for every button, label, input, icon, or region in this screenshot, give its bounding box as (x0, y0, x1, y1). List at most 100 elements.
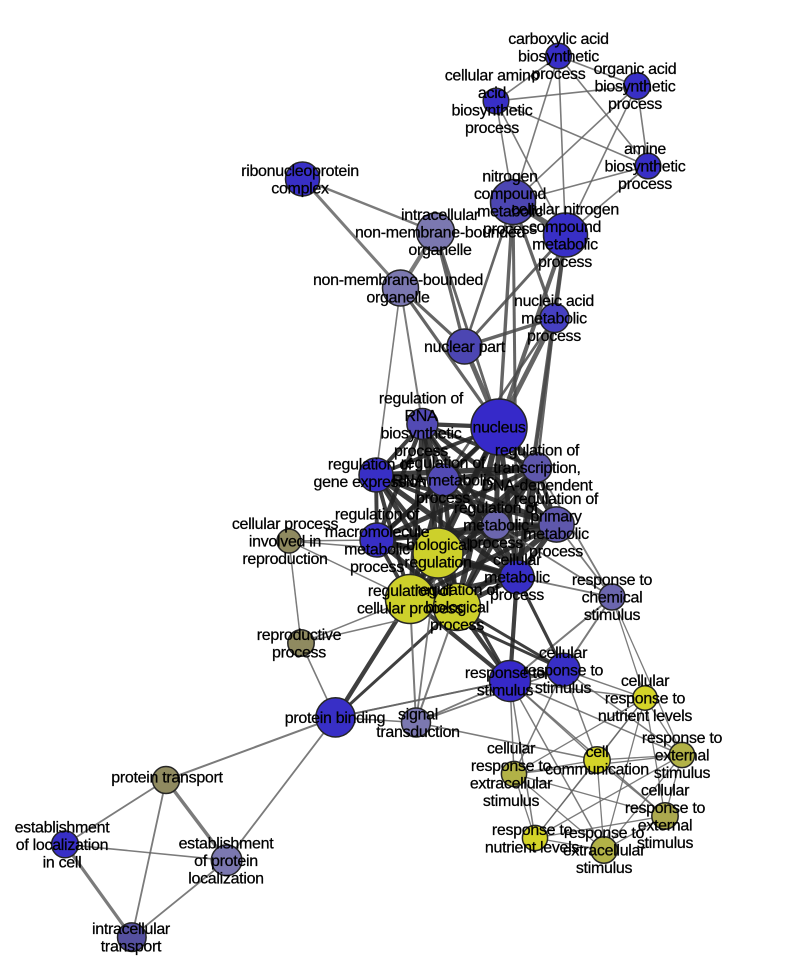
svg-text:process: process (469, 535, 523, 552)
svg-text:stimulus: stimulus (637, 835, 694, 852)
svg-text:biosynthetic: biosynthetic (595, 79, 676, 96)
svg-text:regulation of: regulation of (335, 506, 420, 523)
svg-text:of localization: of localization (16, 837, 108, 854)
svg-text:localization: localization (188, 870, 264, 887)
svg-text:regulation: regulation (404, 554, 471, 571)
svg-text:intracellular: intracellular (92, 921, 171, 938)
svg-text:transport: transport (101, 939, 162, 956)
svg-text:nutrient levels: nutrient levels (485, 839, 580, 856)
svg-text:response to: response to (572, 572, 653, 589)
svg-text:non-membrane-bounded: non-membrane-bounded (355, 225, 525, 242)
svg-text:non-membrane-bounded: non-membrane-bounded (313, 272, 483, 289)
svg-text:metabolic: metabolic (532, 236, 598, 253)
svg-text:metabolic: metabolic (463, 518, 529, 535)
svg-text:process: process (416, 490, 470, 507)
svg-text:amine: amine (624, 141, 666, 158)
svg-text:metabolic: metabolic (477, 203, 543, 220)
svg-text:stimulus: stimulus (483, 793, 540, 810)
svg-text:biosynthetic: biosynthetic (605, 159, 686, 176)
svg-text:nucleic acid: nucleic acid (514, 293, 594, 310)
svg-text:regulation of: regulation of (379, 390, 464, 407)
svg-text:extracellular: extracellular (563, 843, 646, 860)
svg-text:communication: communication (545, 761, 649, 778)
svg-text:transduction: transduction (376, 724, 460, 741)
svg-text:biological: biological (425, 600, 489, 617)
svg-text:reproductive: reproductive (257, 627, 342, 644)
svg-text:chemical: chemical (582, 590, 643, 607)
svg-text:metabolic: metabolic (484, 570, 550, 587)
svg-text:response to: response to (471, 758, 552, 775)
svg-text:process: process (350, 559, 404, 576)
svg-text:cellular: cellular (493, 552, 542, 569)
svg-text:response to: response to (605, 691, 686, 708)
svg-text:organelle: organelle (366, 289, 430, 306)
svg-text:protein transport: protein transport (111, 770, 223, 787)
svg-text:process: process (618, 176, 672, 193)
svg-text:biological: biological (406, 537, 470, 554)
svg-text:response to: response to (523, 662, 604, 679)
svg-text:response to: response to (564, 825, 645, 842)
svg-text:process: process (465, 120, 519, 137)
svg-text:compound: compound (529, 219, 601, 236)
svg-text:transcription,: transcription, (493, 460, 580, 477)
svg-text:cellular amino: cellular amino (445, 67, 540, 84)
svg-text:nutrient levels: nutrient levels (598, 708, 693, 725)
svg-text:process: process (490, 587, 544, 604)
svg-text:stimulus: stimulus (576, 860, 633, 877)
svg-text:establishment: establishment (15, 820, 111, 837)
svg-text:process: process (608, 96, 662, 113)
svg-text:stimulus: stimulus (654, 765, 711, 782)
svg-text:regulation of: regulation of (514, 491, 599, 508)
svg-text:cellular: cellular (641, 782, 690, 799)
svg-text:metabolic: metabolic (344, 541, 410, 558)
svg-text:nitrogen: nitrogen (482, 168, 537, 185)
svg-text:process: process (394, 443, 448, 460)
svg-text:macromolecule: macromolecule (325, 524, 430, 541)
svg-text:involved in: involved in (249, 534, 321, 551)
svg-text:extracellular: extracellular (470, 775, 553, 792)
svg-text:cellular nitrogen: cellular nitrogen (511, 201, 619, 218)
svg-text:metabolic: metabolic (521, 311, 587, 328)
svg-text:cellular process: cellular process (357, 600, 464, 617)
svg-text:organic acid: organic acid (594, 61, 677, 78)
svg-text:intracellular: intracellular (401, 207, 480, 224)
svg-text:ribonucleoprotein: ribonucleoprotein (241, 163, 359, 180)
svg-text:of protein: of protein (194, 853, 258, 870)
svg-text:regulation of: regulation of (495, 443, 580, 460)
svg-text:primary: primary (530, 508, 582, 525)
svg-text:carboxylic acid: carboxylic acid (508, 31, 608, 48)
svg-text:stimulus: stimulus (477, 682, 534, 699)
svg-text:regulation of: regulation of (328, 456, 413, 473)
svg-text:DNA-dependent: DNA-dependent (482, 478, 594, 495)
svg-text:protein binding: protein binding (285, 710, 385, 727)
svg-text:biosynthetic: biosynthetic (452, 102, 533, 119)
svg-text:process: process (527, 328, 581, 345)
svg-text:regulation of: regulation of (454, 500, 539, 517)
svg-text:nucleus: nucleus (472, 420, 525, 437)
svg-text:regulation of: regulation of (368, 583, 453, 600)
svg-text:biosynthetic: biosynthetic (518, 49, 599, 66)
svg-text:stimulus: stimulus (584, 607, 641, 624)
svg-text:RNA: RNA (405, 408, 439, 425)
svg-text:process: process (529, 543, 583, 560)
svg-text:process: process (272, 644, 326, 661)
svg-text:response to: response to (465, 665, 546, 682)
svg-text:signal: signal (398, 706, 438, 723)
svg-text:gene expression: gene expression (314, 474, 427, 491)
svg-text:biosynthetic: biosynthetic (381, 425, 462, 442)
svg-text:reproduction: reproduction (242, 551, 327, 568)
svg-text:acid: acid (478, 85, 506, 102)
svg-text:process: process (430, 617, 484, 634)
svg-text:process: process (538, 254, 592, 271)
svg-text:response to: response to (642, 730, 723, 747)
svg-text:process: process (483, 221, 537, 238)
svg-text:process: process (532, 66, 586, 83)
svg-text:organelle: organelle (408, 242, 472, 259)
svg-text:compound: compound (474, 186, 546, 203)
svg-text:regulation of: regulation of (401, 455, 486, 472)
svg-text:nuclear part: nuclear part (424, 339, 506, 356)
svg-text:regulation of: regulation of (415, 582, 500, 599)
svg-text:response to: response to (625, 800, 706, 817)
svg-text:in cell: in cell (43, 855, 82, 872)
svg-text:cellular process: cellular process (232, 516, 339, 533)
